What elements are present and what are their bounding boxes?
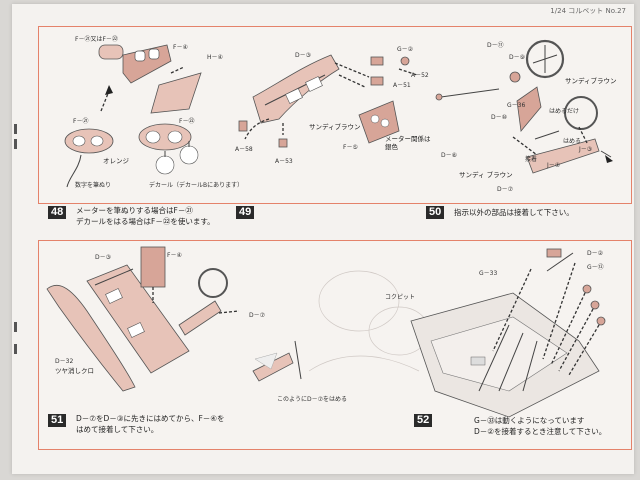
label-d7-bottom: D－⑦ [249,312,266,319]
label-orange: オレンジ [103,157,130,165]
label-decal: デカール（デカールBにあります） [149,181,243,189]
label-fit: はめる [563,138,581,145]
step-number-51: 51 [48,414,67,427]
meter-panel-f5 [358,100,400,144]
step52-text-line1: G－㉝は動くようになっています [474,416,585,425]
part-a52 [370,56,384,66]
label-a51: A－51 [393,82,411,89]
binding-mark [14,344,17,354]
step48-text-line2: デカールをはる場合はF－㉒を使います。 [76,217,215,226]
label-f4-bottom: F－④ [167,252,182,259]
meter-hood-part [98,44,124,60]
part-a51 [370,76,384,86]
label-f5: F－⑤ [343,144,358,151]
step-number-52: 52 [414,414,433,427]
step50-illustration: D－⑪ D－⑨ サンディブラウン G－36 D－⑩ D－⑧ はめるだけ はめる … [435,39,617,193]
decal-gauge [179,145,199,165]
binding-mark [14,124,17,134]
part-g2 [400,56,410,66]
label-gloss-black: ツヤ消しクロ [55,366,94,375]
part-d9 [509,71,521,83]
part-f4-bottom [140,246,166,288]
assembly-illustration-bottom: D－③ F－④ D－⑦ D－32 ツヤ消しクロ このようにD－⑦をはめる [46,246,606,418]
label-glue: 接着 [525,155,537,163]
step49-illustration: D－③ G－② A－52 A－51 サンディブラウン メーター関係は 銀色 F－… [235,46,431,165]
label-d2: D－② [587,250,604,257]
step-number-49: 49 [236,206,255,219]
decal-gauge [155,155,175,175]
part-a58 [238,120,248,132]
label-d9: D－⑨ [509,54,525,61]
binding-mark [14,139,17,149]
step51-text-line1: D－⑦をD－③に先きにはめてから、F－④を [76,414,225,423]
label-numbers-paint: 数字を筆ぬり [75,181,111,189]
steering-wheel-assembled [564,96,598,130]
label-cockpit: コクピット [385,294,415,301]
assembly-illustration-top: F－㉑又はF－㉒ F－④ H－④ F－㉑ F－㉒ オレンジ 数字を筆ぬり デカー… [64,35,617,193]
step52-illustration: G－33 D－② G－⑫ コクピット [385,248,606,418]
step-number-48: 48 [48,206,67,219]
column-d7-bottom [178,300,222,336]
label-f22: F－㉒ [179,117,194,125]
label-f21: F－㉑ [73,117,88,125]
step48-instruction: メーターを筆ぬりする場合はF－㉑ デカールをはる場合はF－㉒を使います。 [76,205,215,227]
label-sandy-brown-1: サンディブラウン [565,76,617,85]
label-f21-or-f22: F－㉑又はF－㉒ [75,35,118,43]
step51-instruction: D－⑦をD－③に先きにはめてから、F－④を はめて接着して下さい。 [76,413,225,435]
step51-text-line2: はめて接着して下さい。 [76,425,159,434]
column-d7 [526,138,600,174]
column-fit-example [252,352,294,382]
label-sandy-brown-2: サンディ ブラウン [459,170,513,179]
label-d10: D－⑩ [491,114,507,121]
pedal-d2 [546,248,562,258]
step-number-50: 50 [426,206,445,219]
part-a53 [278,138,288,148]
label-meter-related: メーター関係は [385,134,431,143]
gauge-cluster-f21 [64,128,114,154]
label-a58: A－58 [235,146,253,153]
step51-illustration: D－③ F－④ D－⑦ D－32 ツヤ消しクロ このようにD－⑦をはめる [46,246,347,403]
dash-panel-part [122,44,172,84]
label-d11: D－⑪ [487,41,504,49]
label-fit-d7: このようにD－⑦をはめる [277,396,347,403]
label-fit-only: はめるだけ [549,108,579,115]
trim-d32 [46,285,136,392]
label-h4: H－④ [207,54,223,61]
step48-text-line1: メーターを筆ぬりする場合はF－㉑ [76,206,193,215]
binding-mark [14,322,17,332]
instruction-panel-bottom: D－③ F－④ D－⑦ D－32 ツヤ消しクロ このようにD－⑦をはめる [38,240,632,450]
label-silver: 銀色 [385,142,399,151]
label-j4: J－④ [546,162,560,169]
label-g2: G－② [397,46,414,53]
meter-cover-part [150,72,202,114]
manual-page: 1/24 コルベット No.27 [12,4,634,474]
step48-illustration: F－㉑又はF－㉒ F－④ H－④ F－㉑ F－㉒ オレンジ 数字を筆ぬり デカー… [64,35,243,189]
label-a53: A－53 [275,158,293,165]
gauge-cluster-f22 [138,123,192,151]
step50-instruction: 指示以外の部品は接着して下さい。 [454,208,574,217]
label-g33: G－33 [479,270,497,277]
instruction-panel-top: F－㉑又はF－㉒ F－④ H－④ F－㉑ F－㉒ オレンジ 数字を筆ぬり デカー… [38,26,632,204]
label-g12: G－⑫ [587,263,604,271]
label-a52: A－52 [411,72,429,79]
page-header: 1/24 コルベット No.27 [550,7,626,15]
steering-wheel-bottom [198,268,228,298]
label-d7: D－⑦ [497,186,514,193]
label-d3: D－③ [295,52,311,59]
pedal-g12 [582,284,592,294]
label-d3-bottom: D－③ [95,254,111,261]
pedal-g12 [590,300,600,310]
label-d8: D－⑧ [441,152,457,159]
label-g36: G－36 [507,102,525,109]
steering-wheel-d11 [525,39,565,79]
label-j3: J－③ [578,146,592,153]
pedal-g12 [596,316,606,326]
step52-instruction: G－㉝は動くようになっています D－②を接着するとき注意して下さい。 [474,415,606,437]
column-d8 [516,86,542,132]
label-d32: D－32 [55,358,73,365]
label-sandy-brown: サンディブラウン [309,122,361,131]
label-f4: F－④ [173,44,188,51]
step52-text-line2: D－②を接着するとき注意して下さい。 [474,427,607,436]
